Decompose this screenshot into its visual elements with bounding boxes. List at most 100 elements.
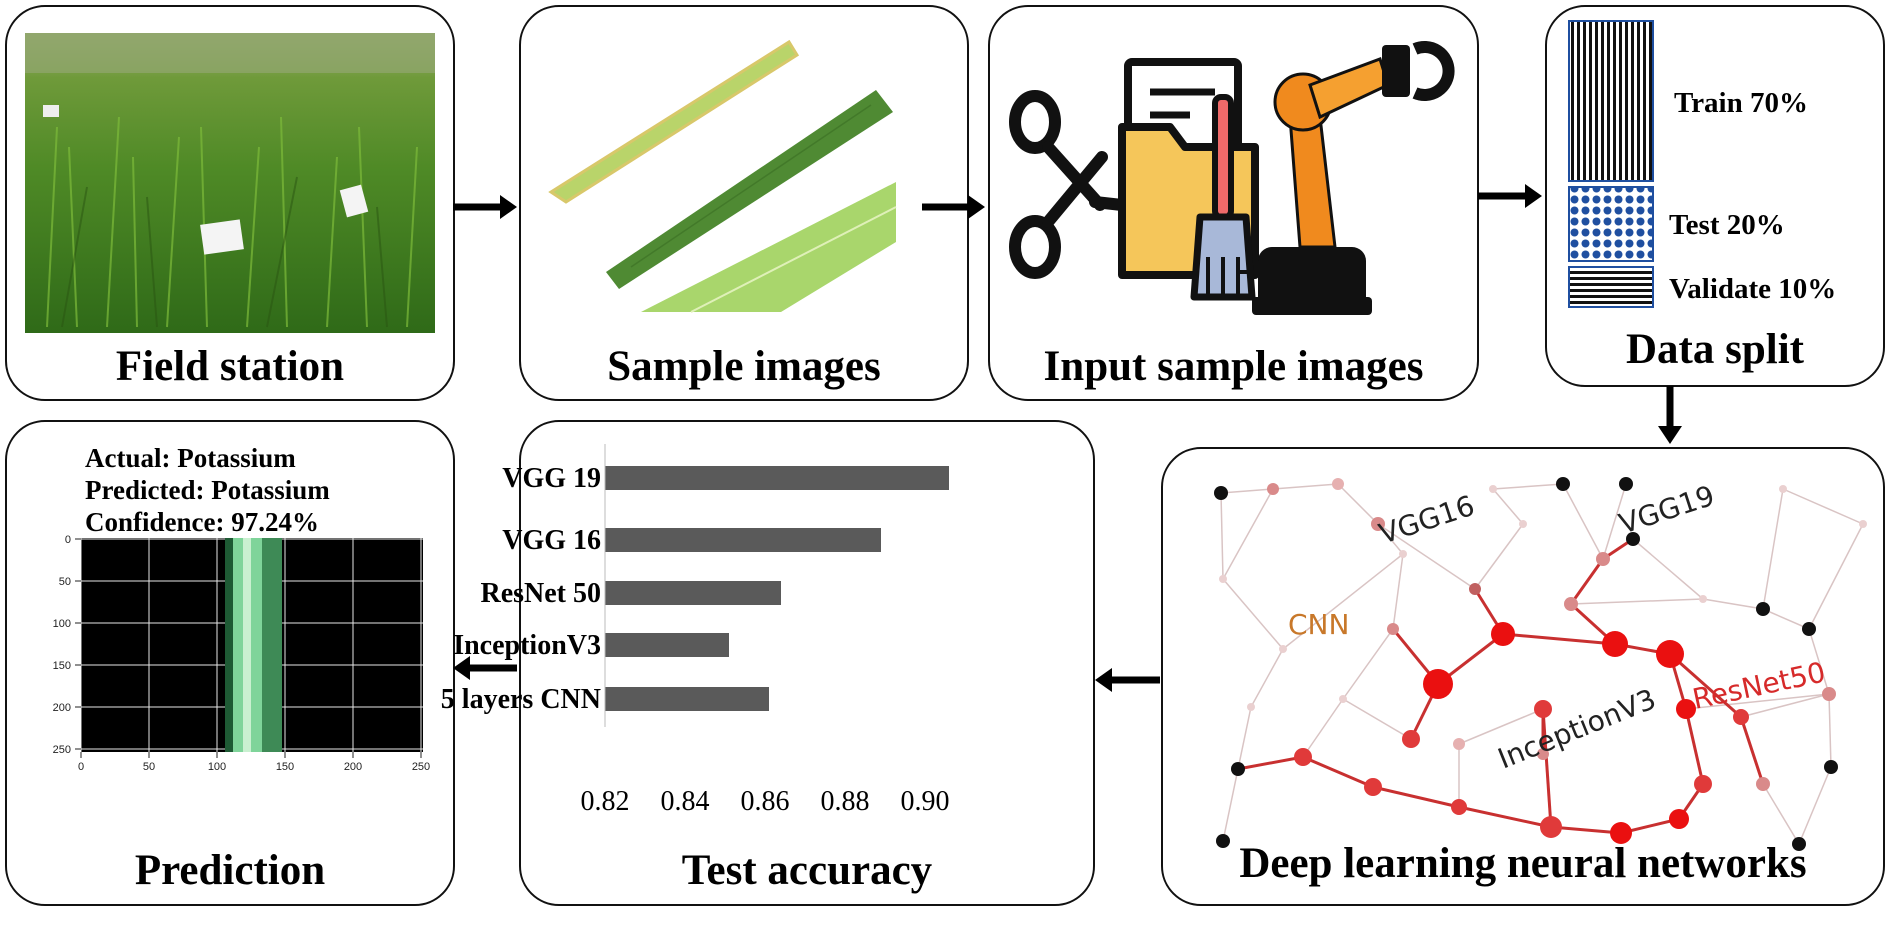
- scissors-icon: [1009, 90, 1146, 279]
- network-node: [1779, 485, 1787, 493]
- bar-3: [605, 633, 729, 657]
- pred-y-tick-2: 100: [53, 618, 71, 630]
- network-node: [1626, 532, 1640, 546]
- arrow-head-1: [500, 195, 517, 219]
- deep-learning-panel: VGG16 VGG19 CNN ResNet50 InceptionV3 Dee…: [1161, 447, 1885, 906]
- network-node: [1656, 640, 1684, 668]
- network-node: [1596, 552, 1610, 566]
- network-node: [1491, 622, 1515, 646]
- network-node: [1859, 520, 1867, 528]
- field-photo: [25, 33, 435, 333]
- network-node: [1399, 550, 1407, 558]
- train-split-block: [1568, 20, 1654, 182]
- x-tick-3: 0.88: [821, 786, 870, 817]
- network-node: [1339, 695, 1347, 703]
- network-node: [1822, 687, 1836, 701]
- pred-x-tick-2: 100: [208, 761, 226, 773]
- input-sample-images-panel: Input sample images: [988, 5, 1479, 401]
- network-node: [1402, 730, 1420, 748]
- network-node: [1676, 699, 1696, 719]
- caption-test-accuracy: Test accuracy: [681, 847, 933, 894]
- sample-images-panel: Sample images: [519, 5, 969, 401]
- inceptionv3-label: InceptionV3: [1493, 682, 1660, 775]
- network-node: [1610, 822, 1632, 844]
- caption-field-station: Field station: [115, 343, 345, 390]
- resnet50-label: ResNet50: [1690, 656, 1829, 716]
- vgg16-label: VGG16: [1375, 489, 1479, 551]
- network-node: [1699, 595, 1707, 603]
- bar-label-0: VGG 19: [502, 463, 601, 494]
- caption-prediction: Prediction: [134, 847, 326, 894]
- network-node: [1453, 738, 1465, 750]
- network-node: [1792, 837, 1806, 851]
- network-node: [1619, 477, 1633, 491]
- network-node: [1214, 486, 1228, 500]
- network-node: [1294, 748, 1312, 766]
- caption-input-sample-images: Input sample images: [1043, 343, 1424, 390]
- network-node: [1451, 799, 1467, 815]
- x-tick-1: 0.84: [661, 786, 710, 817]
- network-node: [1602, 631, 1628, 657]
- network-node: [1540, 816, 1562, 838]
- arrow-head-5: [1095, 668, 1112, 692]
- pred-y-tick-5: 250: [53, 744, 71, 756]
- network-node: [1733, 709, 1749, 725]
- bar-label-3: InceptionV3: [453, 630, 601, 661]
- brush-icon: [1190, 94, 1256, 301]
- pred-x-tick-0: 0: [78, 761, 84, 773]
- pred-x-tick-3: 150: [276, 761, 294, 773]
- pred-x-tick-5: 250: [412, 761, 430, 773]
- arrow-head-2: [968, 195, 985, 219]
- actual-label: Actual: Potassium: [85, 443, 296, 473]
- network-node: [1469, 583, 1481, 595]
- pred-y-tick-4: 200: [53, 702, 71, 714]
- leaf-samples-illustration: [548, 39, 897, 313]
- arrow-head-3: [1525, 184, 1542, 208]
- network-node: [1387, 623, 1399, 635]
- x-tick-2: 0.86: [741, 786, 790, 817]
- network-node: [1824, 760, 1838, 774]
- network-node: [1247, 703, 1255, 711]
- network-node: [1534, 700, 1552, 718]
- network-node: [1694, 775, 1712, 793]
- network-node: [1267, 483, 1279, 495]
- validate-split-label: Validate 10%: [1669, 273, 1837, 305]
- caption-sample-images: Sample images: [607, 343, 881, 390]
- field-station-panel: Field station: [5, 5, 455, 401]
- cnn-label: CNN: [1288, 608, 1349, 641]
- network-node: [1332, 478, 1344, 490]
- network-node: [1279, 645, 1287, 653]
- network-graph: VGG16 VGG19 CNN ResNet50 InceptionV3: [1214, 477, 1867, 851]
- network-node: [1231, 762, 1245, 776]
- bar-1: [605, 528, 881, 552]
- caption-deep-learning: Deep learning neural networks: [1239, 840, 1807, 887]
- bar-0: [605, 466, 949, 490]
- network-node: [1371, 517, 1385, 531]
- pred-y-tick-0: 0: [65, 534, 71, 546]
- network-node: [1802, 622, 1816, 636]
- x-tick-0: 0.82: [581, 786, 630, 817]
- pred-y-tick-3: 150: [53, 660, 71, 672]
- test-split-label: Test 20%: [1669, 209, 1785, 241]
- bar-label-4: 5 layers CNN: [441, 684, 601, 715]
- network-node: [1216, 834, 1230, 848]
- network-node: [1364, 778, 1382, 796]
- network-node: [1537, 748, 1549, 760]
- network-node: [1519, 520, 1527, 528]
- confidence-label: Confidence: 97.24%: [85, 507, 319, 537]
- pred-x-tick-1: 50: [143, 761, 155, 773]
- network-node: [1556, 477, 1570, 491]
- caption-data-split: Data split: [1626, 326, 1804, 373]
- prediction-panel: Actual: Potassium Predicted: Potassium C…: [5, 420, 455, 906]
- bar-label-1: VGG 16: [502, 525, 601, 556]
- bar-4: [605, 687, 769, 711]
- network-node: [1423, 669, 1453, 699]
- preprocessing-icons: [1009, 41, 1455, 315]
- network-node: [1756, 602, 1770, 616]
- network-node: [1564, 597, 1578, 611]
- arrow-head-4: [1658, 426, 1682, 444]
- network-node: [1756, 777, 1770, 791]
- network-node: [1669, 809, 1689, 829]
